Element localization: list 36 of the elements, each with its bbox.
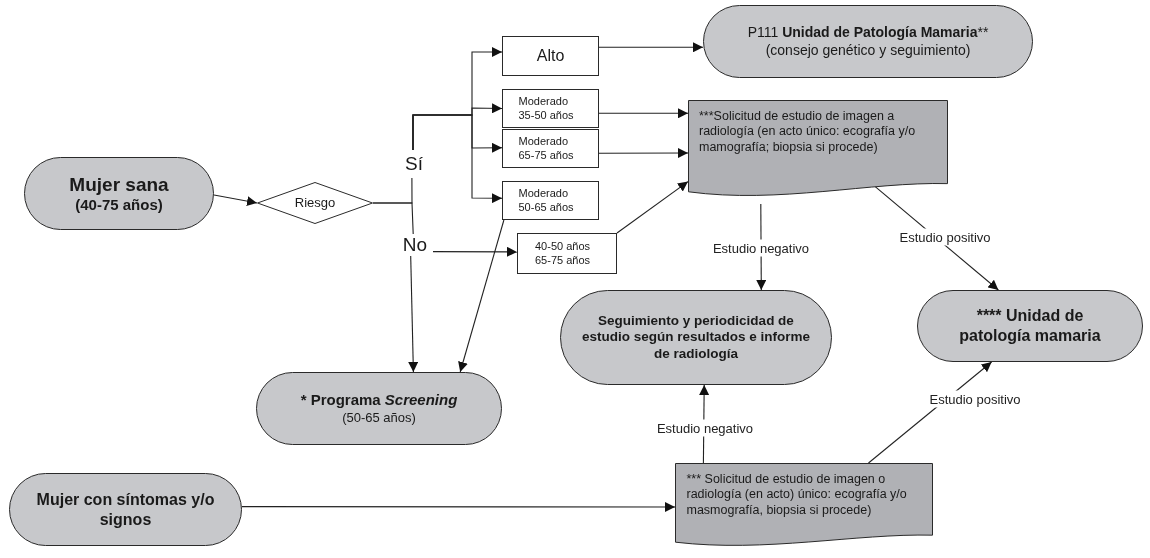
node-title: * Programa Screening [300, 391, 458, 410]
process-box [502, 89, 599, 128]
arrow [408, 255, 419, 373]
node-title: Moderado 50-65 años [518, 187, 575, 214]
arrow [616, 181, 689, 234]
node-title: ***Solicitud de estudio de imagen a radiología (en acto único: ecografía y/o mamografía; biopsia si procede) [699, 109, 917, 155]
decision-diamond [257, 182, 373, 224]
arrow [598, 108, 689, 119]
arrow [598, 148, 689, 158]
arrow [458, 219, 505, 373]
node-title: *** Solicitud de estudio de imagen o radiología (en acto) único: ecografía y/o masmografía, biopsia si procede) [686, 472, 908, 518]
process-box [502, 181, 599, 220]
node-title: Mujer con síntomas y/o signos [35, 490, 216, 529]
arrow [598, 42, 704, 53]
node-title: Moderado 35-50 años [518, 95, 575, 122]
node-title: Seguimiento y periodicidad de estudio según resultados e informe de radiología [580, 312, 811, 363]
process-box [502, 36, 599, 76]
process-box [517, 233, 617, 274]
connector-line [372, 202, 414, 235]
node-title: Alto [536, 46, 565, 66]
arrow [213, 194, 258, 207]
branch-label: No [397, 234, 433, 256]
node-title: Mujer sana [69, 172, 169, 196]
node-title: **** Unidad de patología mamaria [958, 306, 1102, 346]
process-box [502, 129, 599, 168]
node-subtitle: (50-65 años) [342, 409, 416, 426]
node-title: Riesgo [294, 195, 336, 211]
node-subtitle: (40-75 años) [75, 195, 163, 215]
node-title: P111 Unidad de Patología Mamaria** [747, 24, 989, 42]
node-title: Moderado 65-75 años [518, 135, 575, 162]
node-title: 40-50 años 65-75 años [535, 240, 592, 267]
arrow [241, 502, 676, 512]
arrow [432, 246, 518, 257]
arrow [412, 114, 503, 204]
branch-label: Sí [401, 150, 427, 178]
node-subtitle: (consejo genético y seguimiento) [765, 41, 971, 59]
